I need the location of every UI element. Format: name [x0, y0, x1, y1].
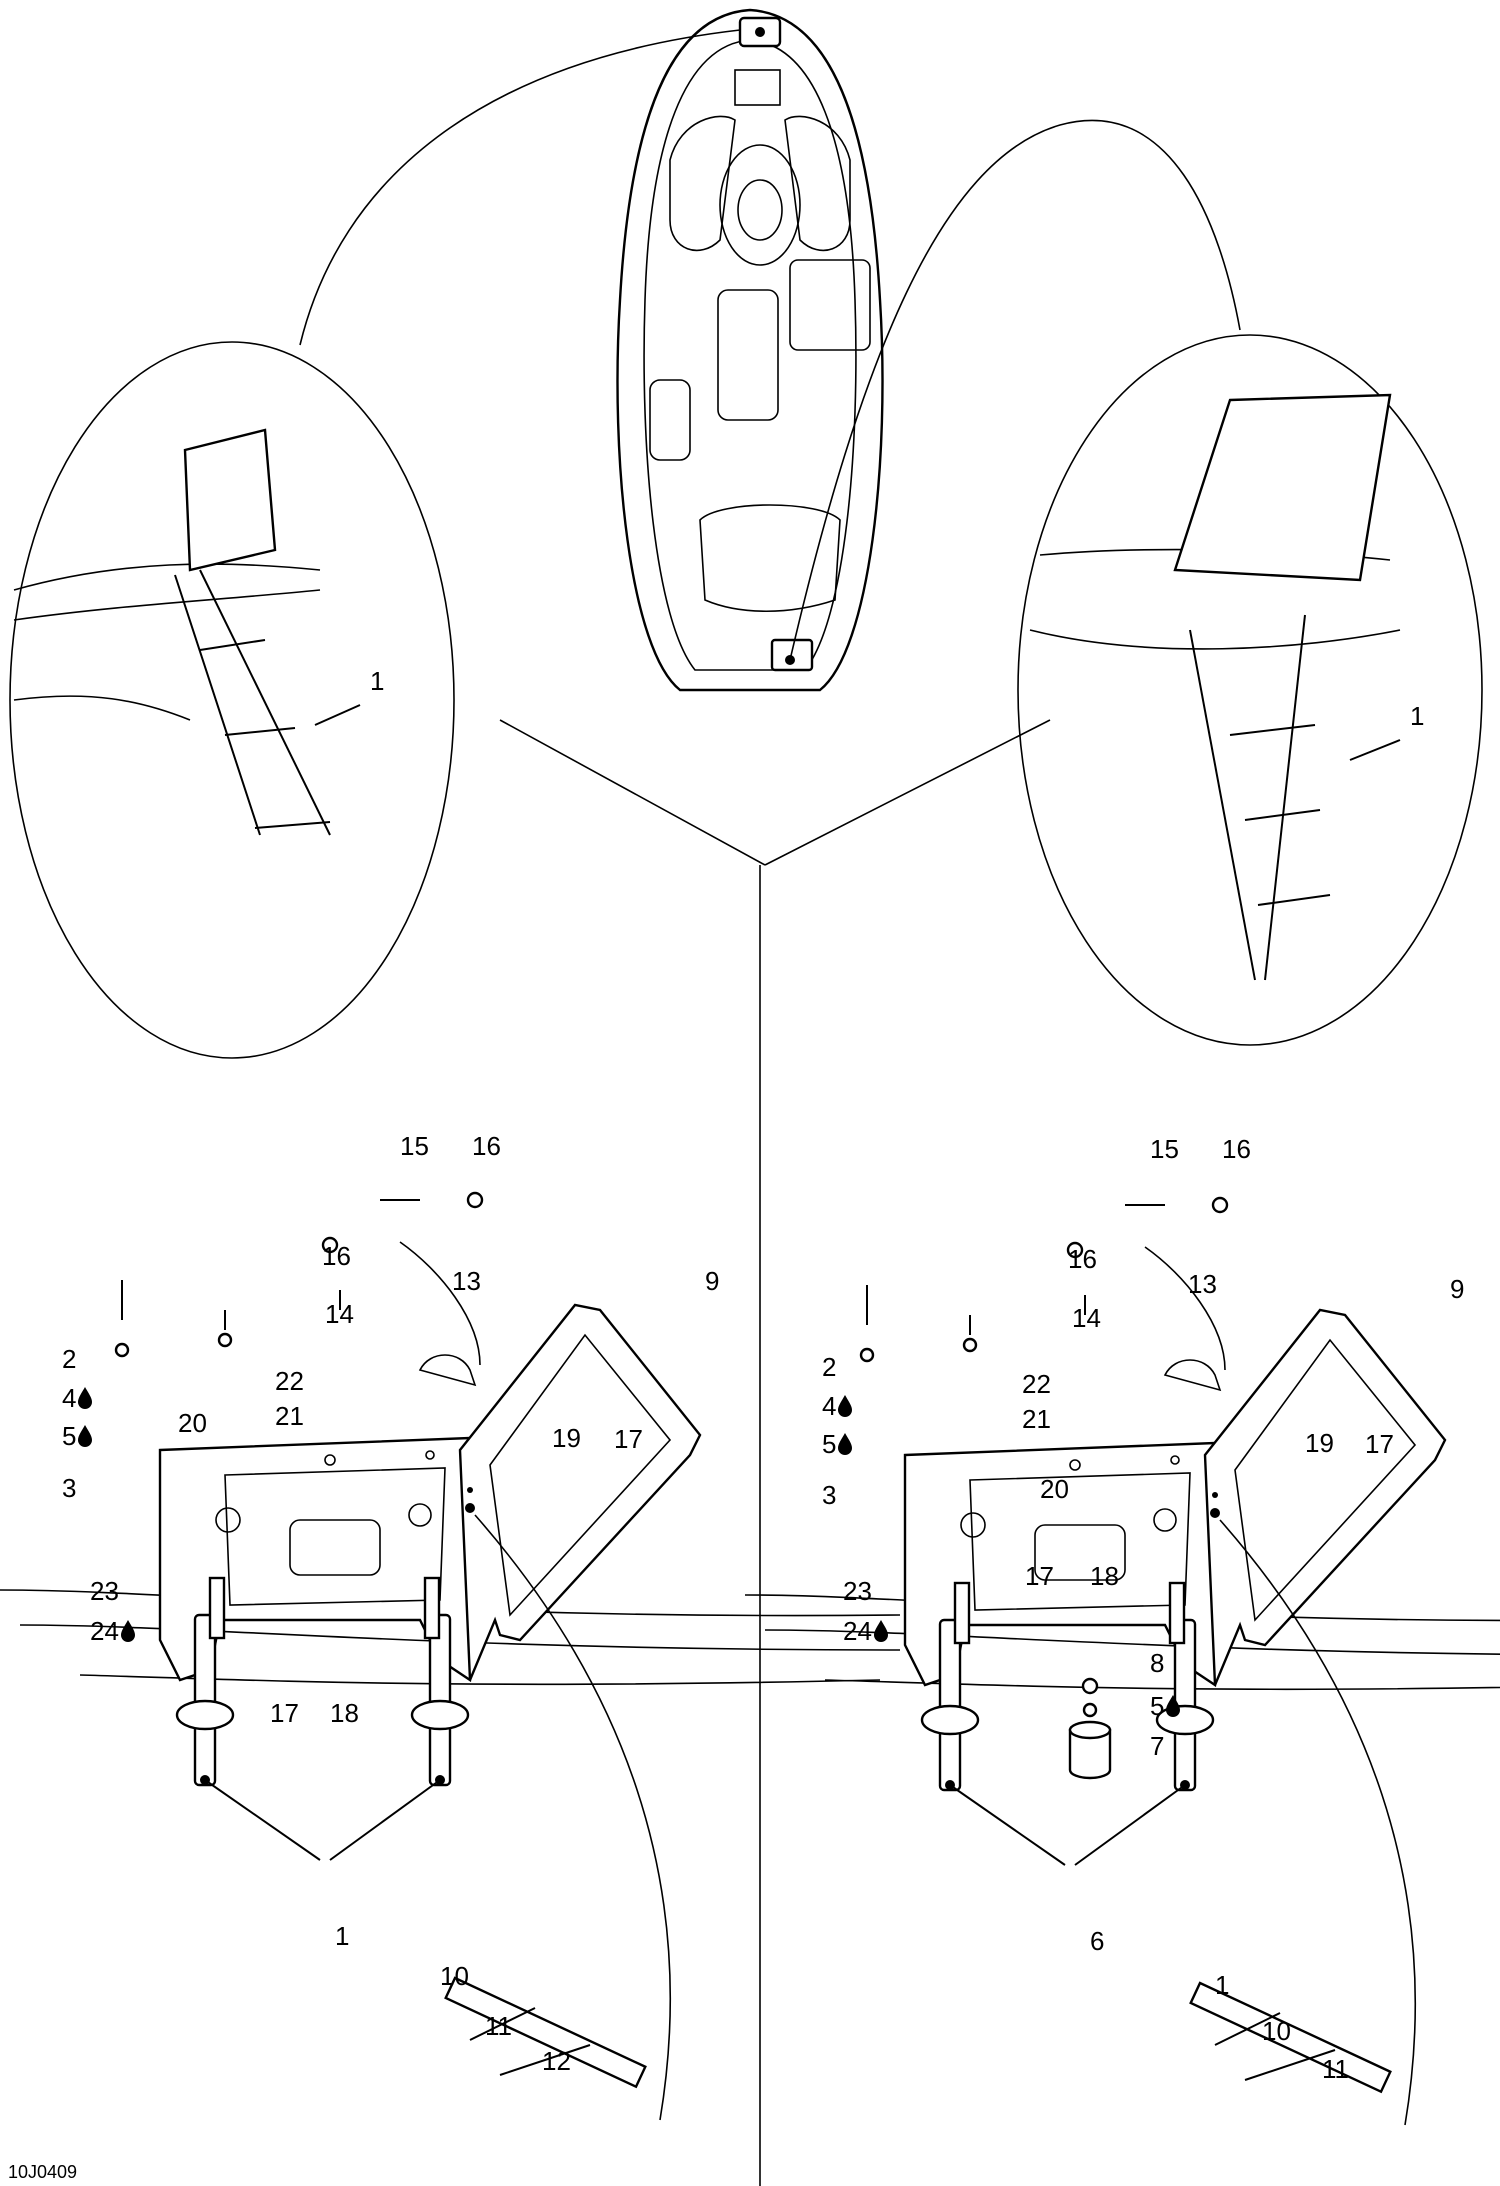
assembly-right: [743, 1196, 1500, 2127]
top-overview: [9, 8, 1483, 2186]
callout-20: 20: [178, 1408, 207, 1438]
callout-17: 17: [270, 1698, 299, 1728]
callout-9: 9: [1450, 1274, 1464, 1304]
callout-16: 16: [1068, 1244, 1097, 1274]
callout-21: 21: [1022, 1404, 1051, 1434]
callout-16: 16: [1222, 1134, 1251, 1164]
callout-13: 13: [452, 1266, 481, 1296]
callout-24: 24: [90, 1616, 119, 1646]
callout-21: 21: [275, 1401, 304, 1431]
callout-23: 23: [843, 1576, 872, 1606]
inset-right: [1017, 334, 1483, 1046]
callout-5: 5: [62, 1421, 76, 1451]
callout-13: 13: [1188, 1269, 1217, 1299]
callout-14: 14: [1072, 1303, 1101, 1333]
figure-code: 10J0409: [8, 2162, 77, 2182]
callout-6: 6: [1090, 1926, 1104, 1956]
hull-top-view: [616, 8, 884, 692]
oil-drop-icon: [78, 1387, 92, 1409]
callout-5: 5: [822, 1429, 836, 1459]
callout-5: 5: [1150, 1691, 1164, 1721]
callout-17: 17: [1365, 1429, 1394, 1459]
inset-left: [9, 341, 455, 1059]
callout-1: 1: [1215, 1970, 1229, 2000]
callout-10: 10: [1262, 2016, 1291, 2046]
callout-17: 17: [1025, 1561, 1054, 1591]
callout-16: 16: [322, 1241, 351, 1271]
callout-1: 1: [335, 1921, 349, 1951]
oil-drop-icon: [838, 1433, 852, 1455]
oil-drop-icon: [838, 1395, 852, 1417]
callout-2: 2: [62, 1344, 76, 1374]
callout-19: 19: [1305, 1428, 1334, 1458]
callout-1: 1: [370, 666, 384, 696]
callout-18: 18: [1090, 1561, 1119, 1591]
callout-20: 20: [1040, 1474, 1069, 1504]
callout-4: 4: [822, 1391, 836, 1421]
callout-3: 3: [62, 1473, 76, 1503]
callout-11: 11: [1322, 2054, 1349, 2084]
callout-19: 19: [552, 1423, 581, 1453]
callout-1: 1: [1410, 701, 1424, 731]
callout-15: 15: [1150, 1134, 1179, 1164]
callout-9: 9: [705, 1266, 719, 1296]
callout-3: 3: [822, 1480, 836, 1510]
callout-22: 22: [275, 1366, 304, 1396]
oil-drop-icon: [78, 1425, 92, 1447]
callout-22: 22: [1022, 1369, 1051, 1399]
callout-24: 24: [843, 1616, 872, 1646]
callout-14: 14: [325, 1299, 354, 1329]
oil-drop-icon: [874, 1620, 888, 1642]
callout-23: 23: [90, 1576, 119, 1606]
callout-15: 15: [400, 1131, 429, 1161]
oil-drop-icon: [121, 1620, 135, 1642]
callout-8: 8: [1150, 1648, 1164, 1678]
callout-4: 4: [62, 1383, 76, 1413]
callout-17: 17: [614, 1424, 643, 1454]
callout-16: 16: [472, 1131, 501, 1161]
callout-7: 7: [1150, 1731, 1164, 1761]
callout-10: 10: [440, 1961, 469, 1991]
callout-2: 2: [822, 1352, 836, 1382]
callout-12: 12: [542, 2046, 571, 2076]
callout-11: 11: [485, 2011, 512, 2041]
callout-18: 18: [330, 1698, 359, 1728]
